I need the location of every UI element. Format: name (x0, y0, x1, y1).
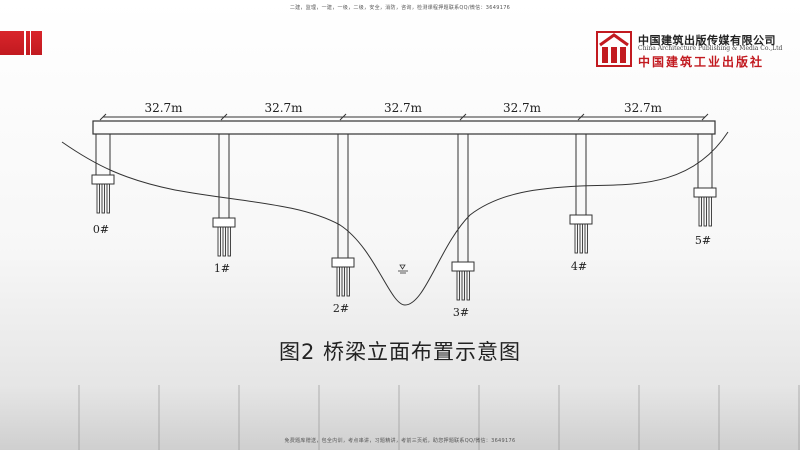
pier-3 (451, 133, 475, 301)
figure-caption: 图2 桥梁立面布置示意图 (278, 340, 522, 364)
span-length-label: 32.7m (624, 101, 663, 115)
red-accent-bar (0, 31, 42, 55)
publisher-name-cn-sub: 中国建筑工业出版社 (638, 55, 765, 69)
publisher-emblem-icon (596, 31, 632, 67)
bridge-deck (92, 120, 716, 135)
dimension-tick (339, 113, 347, 121)
pier-label: 2# (333, 302, 349, 315)
span-length-label: 32.7m (264, 101, 303, 115)
header-note: 二建，监理，一建，一级，二级，安全，消防，咨询，检测课程押题联系QQ/微信：36… (289, 5, 511, 11)
dimension-tick (220, 113, 228, 121)
pier-1 (212, 133, 236, 257)
pier-5 (693, 133, 717, 227)
floor-background (0, 385, 800, 450)
dimension-tick (577, 113, 585, 121)
dimension-tick (99, 113, 107, 121)
pier-label: 5# (695, 234, 711, 247)
publisher-logo: 中国建筑出版传媒有限公司 China Architecture Publishi… (596, 30, 796, 70)
ground-line (61, 131, 729, 306)
span-length-label: 32.7m (503, 101, 542, 115)
pier-2 (331, 133, 355, 297)
pier-4 (569, 133, 593, 254)
dimension-tick (459, 113, 467, 121)
footer-note: 免费题库赠送，包全内训，考点串讲，习题精讲，考前三页纸，助您押题联系QQ/微信：… (284, 438, 516, 444)
pier-label: 1# (214, 262, 230, 275)
pier-0 (91, 133, 115, 214)
span-length-label: 32.7m (144, 101, 183, 115)
pier-label: 4# (571, 260, 587, 273)
publisher-name-en: China Architecture Publishing & Media Co… (638, 45, 783, 52)
publisher-name-cn: 中国建筑出版传媒有限公司 (638, 34, 776, 47)
pier-label: 0# (93, 223, 109, 236)
pier-label: 3# (453, 306, 469, 319)
span-length-label: 32.7m (384, 101, 423, 115)
dimension-tick (701, 113, 709, 121)
water-level-icon (398, 264, 408, 274)
